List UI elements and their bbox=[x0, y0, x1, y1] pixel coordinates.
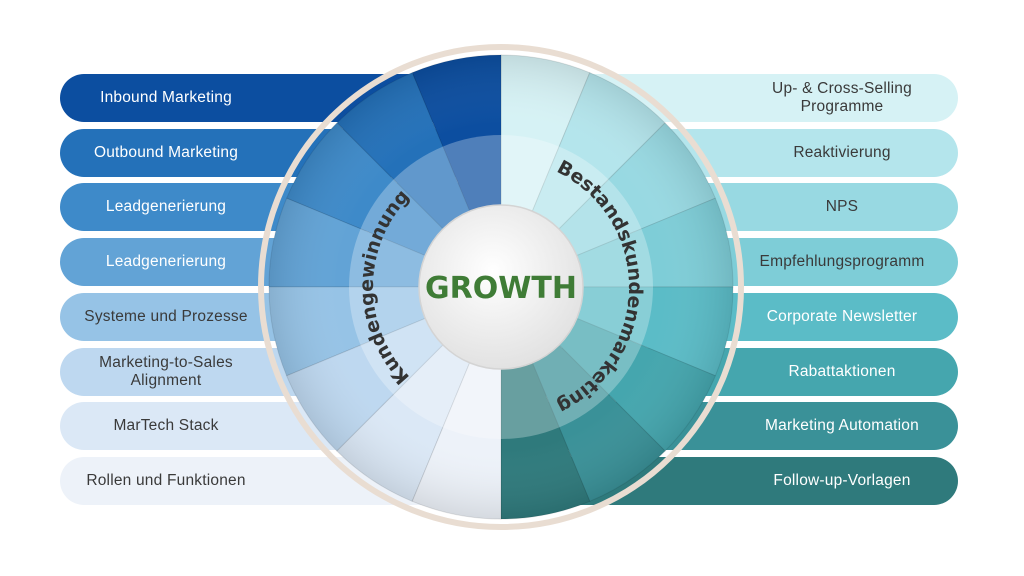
left-bar-label: Outbound Marketing bbox=[93, 143, 239, 161]
left-bar-label: Inbound Marketing bbox=[100, 89, 232, 106]
left-bar-label: MarTech Stack bbox=[113, 417, 219, 435]
right-bar-label: Up- & Cross-Selling Programme bbox=[772, 80, 912, 115]
right-bar-label: Corporate Newsletter bbox=[766, 307, 918, 325]
outer-ring bbox=[258, 44, 744, 530]
right-bar-label: Reaktivierung bbox=[793, 143, 891, 161]
right-bar-label: Empfehlungsprogramm bbox=[759, 253, 925, 271]
left-bar-label: Leadgenerierung bbox=[105, 253, 227, 271]
center-title: GROWTH bbox=[425, 271, 577, 306]
left-bar-label: Rollen und Funktionen bbox=[86, 471, 246, 489]
left-bar-label: Marketing-to-Sales Alignment bbox=[99, 353, 233, 389]
center-disc bbox=[418, 204, 584, 370]
right-bar-label: Rabattaktionen bbox=[788, 362, 896, 380]
right-bar-label: NPS bbox=[825, 198, 859, 216]
left-bar-label: Leadgenerierung bbox=[105, 198, 227, 216]
left-bar-label: Systeme und Prozesse bbox=[84, 307, 248, 325]
right-bar-label: Follow-up-Vorlagen bbox=[773, 471, 911, 489]
right-bar-label: Marketing Automation bbox=[765, 417, 919, 435]
